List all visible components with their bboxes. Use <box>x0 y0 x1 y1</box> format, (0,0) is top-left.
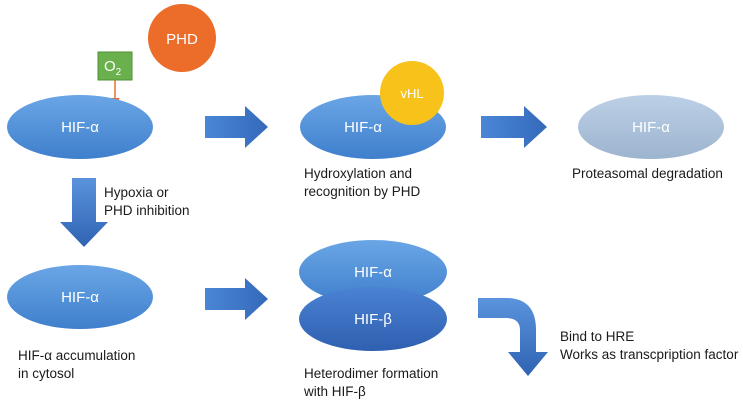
phd-label: PHD <box>166 31 198 48</box>
arrow-curved-down <box>478 298 548 376</box>
dimer-alpha-ellipse <box>299 240 447 304</box>
hif-alpha-label-accumulated: HIF-α <box>61 289 99 306</box>
dimer-alpha-label: HIF-α <box>354 264 392 281</box>
phd-circle <box>148 4 216 72</box>
arrow-down-left <box>60 178 108 247</box>
hif-alpha-label-degraded: HIF-α <box>632 119 670 136</box>
dimer-beta-ellipse <box>299 287 447 351</box>
hydroxylation-caption: Hydroxylation and recognition by PHD <box>304 166 421 199</box>
hif-alpha-label-top: HIF-α <box>61 119 99 136</box>
o2-label: O2 <box>104 58 122 78</box>
degradation-caption: Proteasomal degradation <box>572 166 723 181</box>
hif-alpha-ellipse-top <box>7 95 153 159</box>
arrow-right-top-1 <box>205 106 268 148</box>
vhl-label: vHL <box>400 86 423 101</box>
hif-alpha-ellipse-degraded <box>578 95 724 159</box>
vhl-circle <box>380 61 444 125</box>
arrow-right-top-2 <box>481 106 547 148</box>
arrow-right-bottom <box>205 278 268 320</box>
accumulation-caption: HIF-α accumulation in cytosol <box>18 348 139 381</box>
function-caption: Bind to HRE Works as transcpription fact… <box>560 329 739 362</box>
hif-alpha-label-hydroxylated: HIF-α <box>344 119 382 136</box>
dimer-beta-label: HIF-β <box>354 311 392 328</box>
hypoxia-caption: Hypoxia or PHD inhibition <box>104 185 190 218</box>
heterodimer-caption: Heterodimer formation with HIF-β <box>303 366 442 399</box>
hif-alpha-ellipse-accumulated <box>7 265 153 329</box>
o2-box <box>97 51 133 81</box>
